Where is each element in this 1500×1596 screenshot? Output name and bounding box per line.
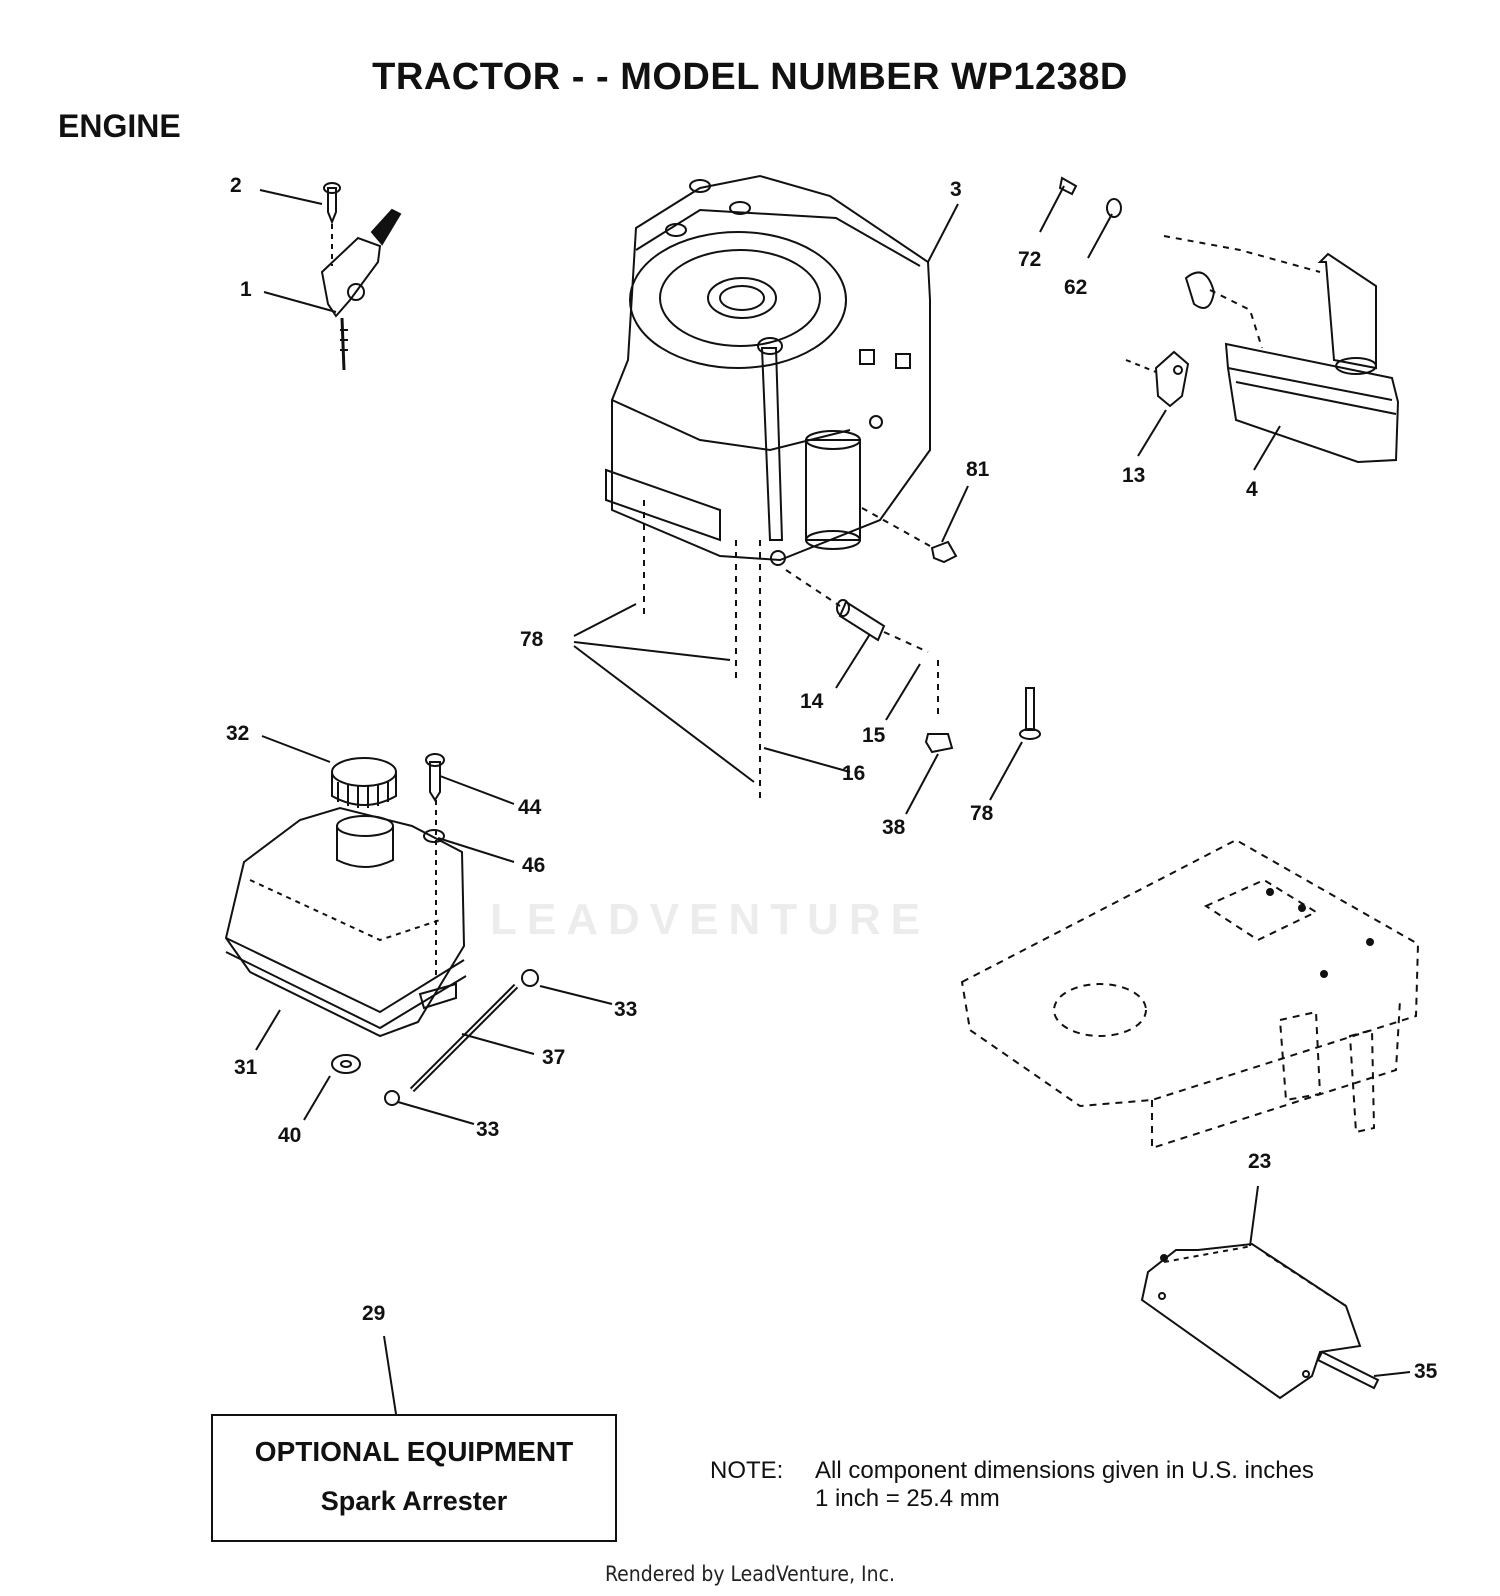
callout-label: 46 [522,854,545,877]
callout-label: 3 [950,178,962,201]
callout-label: 78 [970,802,994,825]
callout-label: 33 [476,1118,499,1141]
callout-label: 2 [230,174,242,197]
footer-credit: Rendered by LeadVenture, Inc. [605,1562,895,1586]
engine-part [605,174,931,566]
clip-part [1058,176,1078,196]
frame-part [960,838,1420,1150]
callout-label: 62 [1064,276,1087,299]
page-title: TRACTOR - - MODEL NUMBER WP1238D [372,56,1128,98]
callout-label: 81 [966,458,990,481]
note-line-1: All component dimensions given in U.S. i… [815,1457,1314,1484]
callout-label: 23 [1248,1150,1271,1173]
callout-label: 16 [842,762,865,785]
note-line-2: 1 inch = 25.4 mm [815,1485,1000,1512]
section-title: ENGINE [58,108,181,144]
washer-part [1106,198,1122,218]
bolt-part [1025,687,1035,731]
muffler-bracket-part [1125,350,1190,408]
optional-equipment-item: Spark Arrester [320,1486,508,1516]
callout-label: 72 [1018,248,1041,271]
note-label: NOTE: [710,1457,784,1484]
callout-label: 78 [520,628,544,651]
optional-equipment-heading: OPTIONAL EQUIPMENT [254,1436,574,1467]
grommet-part [331,1054,361,1074]
callout-label: 33 [614,998,637,1021]
callout-label: 35 [1414,1360,1438,1383]
callout-label: 32 [226,722,249,745]
callout-label: 14 [800,690,824,713]
nut-part [930,540,958,564]
muffler-part [1163,235,1400,464]
callout-label: 44 [518,796,542,819]
dimension-note: NOTE: All component dimensions given in … [710,1457,1314,1513]
callout-label: 38 [882,816,906,839]
callout-label: 1 [240,278,252,301]
gas-cap-part [331,757,397,808]
callout-label: 40 [278,1124,301,1147]
callout-label: 37 [542,1046,565,1069]
clamp-part [521,969,539,987]
optional-equipment-box: OPTIONAL EQUIPMENT Spark Arrester [211,1414,617,1542]
hex-nut-part [924,733,954,754]
callout-label: 15 [862,724,886,747]
callout-label: 4 [1246,478,1258,501]
clamp-part [384,1090,400,1106]
throttle-control-part [320,182,402,371]
callout-label: 31 [234,1056,258,1079]
spacer-part [838,600,886,642]
callout-label: 13 [1122,464,1145,487]
tank-screw-part [429,761,441,802]
fuel-tank-part [224,800,467,1038]
watermark: LEADVENTURE [490,895,931,944]
bottom-plate-part [1140,1242,1380,1400]
callout-label: 29 [362,1302,385,1325]
